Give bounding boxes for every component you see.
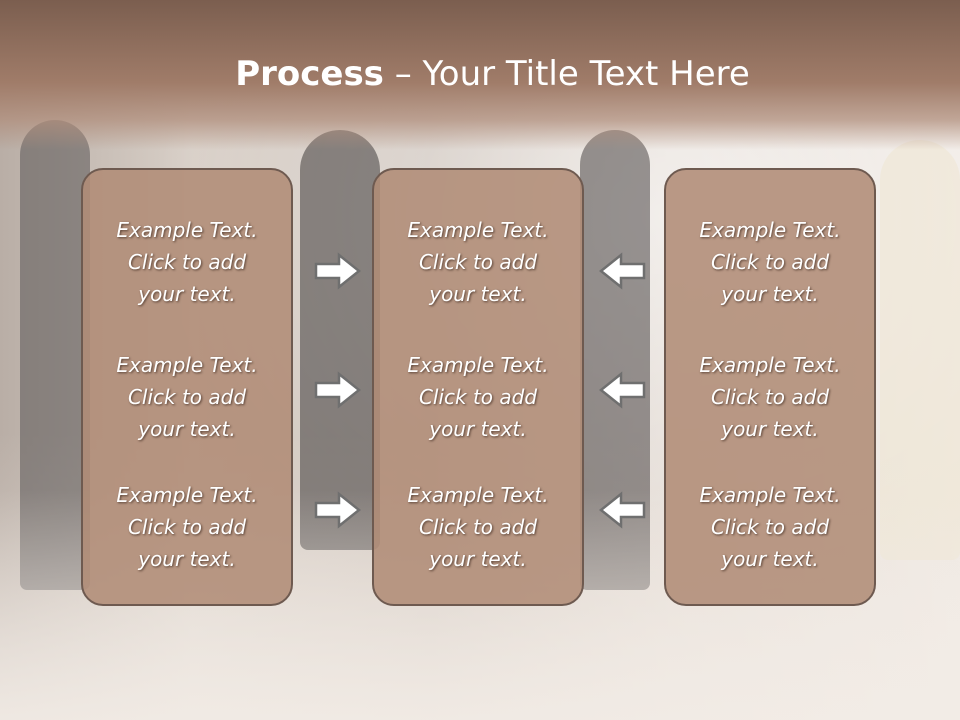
arrow-right-icon[interactable] — [313, 490, 363, 530]
text-line: Example Text. — [699, 483, 841, 507]
text-line: Example Text. — [116, 218, 258, 242]
text-line: your text. — [721, 282, 819, 306]
text-line: your text. — [138, 547, 236, 571]
text-placeholder[interactable]: Example Text. Click to add your text. — [666, 349, 874, 445]
text-line: Example Text. — [699, 353, 841, 377]
text-line: your text. — [138, 417, 236, 441]
text-placeholder[interactable]: Example Text. Click to add your text. — [83, 479, 291, 575]
text-line: Click to add — [418, 385, 538, 409]
process-box-right[interactable]: Example Text. Click to add your text. Ex… — [664, 168, 876, 606]
title-bold: Process — [235, 54, 384, 94]
text-placeholder[interactable]: Example Text. Click to add your text. — [666, 214, 874, 310]
arrow-left-icon[interactable] — [597, 251, 647, 291]
text-line: Click to add — [710, 515, 830, 539]
process-box-center[interactable]: Example Text. Click to add your text. Ex… — [372, 168, 584, 606]
text-line: Example Text. — [407, 353, 549, 377]
text-line: Example Text. — [699, 218, 841, 242]
text-line: Example Text. — [407, 483, 549, 507]
title-band — [0, 0, 960, 150]
title-rest: – Your Title Text Here — [383, 54, 750, 94]
text-line: Click to add — [418, 515, 538, 539]
slide-title[interactable]: Process – Your Title Text Here — [0, 52, 960, 96]
text-placeholder[interactable]: Example Text. Click to add your text. — [374, 349, 582, 445]
text-placeholder[interactable]: Example Text. Click to add your text. — [83, 349, 291, 445]
arrow-left-icon[interactable] — [597, 490, 647, 530]
text-line: Example Text. — [407, 218, 549, 242]
text-placeholder[interactable]: Example Text. Click to add your text. — [83, 214, 291, 310]
text-line: Example Text. — [116, 483, 258, 507]
text-line: your text. — [429, 282, 527, 306]
text-line: Click to add — [127, 385, 247, 409]
text-line: your text. — [429, 417, 527, 441]
text-line: your text. — [721, 547, 819, 571]
text-line: Click to add — [710, 385, 830, 409]
background-figure — [300, 130, 380, 550]
text-line: your text. — [721, 417, 819, 441]
process-box-left[interactable]: Example Text. Click to add your text. Ex… — [81, 168, 293, 606]
text-line: your text. — [429, 547, 527, 571]
text-line: Click to add — [710, 250, 830, 274]
text-line: Example Text. — [116, 353, 258, 377]
text-line: your text. — [138, 282, 236, 306]
arrow-right-icon[interactable] — [313, 370, 363, 410]
arrow-right-icon[interactable] — [313, 251, 363, 291]
arrow-left-icon[interactable] — [597, 370, 647, 410]
text-placeholder[interactable]: Example Text. Click to add your text. — [666, 479, 874, 575]
text-line: Click to add — [418, 250, 538, 274]
text-placeholder[interactable]: Example Text. Click to add your text. — [374, 214, 582, 310]
text-placeholder[interactable]: Example Text. Click to add your text. — [374, 479, 582, 575]
text-line: Click to add — [127, 515, 247, 539]
text-line: Click to add — [127, 250, 247, 274]
